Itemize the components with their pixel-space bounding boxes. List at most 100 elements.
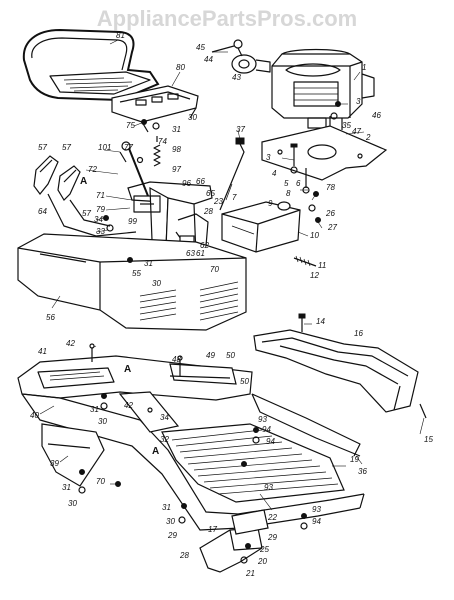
- callout-label: 39: [50, 459, 59, 468]
- callout-label: 45: [196, 43, 205, 52]
- callout-label: 26: [325, 209, 335, 218]
- callout-label: 49: [206, 351, 215, 360]
- callout-label: 79: [96, 205, 105, 214]
- callout-label: 19: [350, 455, 359, 464]
- callout-label: 14: [316, 317, 325, 326]
- callout-label: 78: [326, 183, 335, 192]
- callout-label: 35: [342, 121, 351, 130]
- callout-label: 20: [257, 557, 267, 566]
- callout-label: 31: [172, 125, 181, 134]
- engine: [271, 48, 375, 129]
- callout-label: 17: [208, 525, 217, 534]
- callout-label: 101: [98, 143, 111, 152]
- callout-label: 31: [90, 405, 99, 414]
- callout-label: 34: [94, 215, 103, 224]
- callout-label: 74: [158, 137, 167, 146]
- callout-label: 93: [258, 415, 267, 424]
- callout-label: 61: [196, 249, 205, 258]
- callout-label: 99: [128, 217, 137, 226]
- callout-label: 46: [372, 111, 381, 120]
- step-plate: [41, 423, 105, 487]
- seat: [22, 28, 160, 102]
- callout-label: 66: [196, 177, 205, 186]
- callout-label: 29: [267, 533, 277, 542]
- callout-label: 57: [62, 143, 71, 152]
- callout-label: 8: [286, 189, 291, 198]
- callout-label: 41: [38, 347, 47, 356]
- callout-label: 34: [160, 413, 169, 422]
- callout-label: 30: [166, 517, 175, 526]
- callout-label: 98: [172, 145, 181, 154]
- callout-label: 71: [96, 191, 105, 200]
- callout-label: 63: [186, 249, 195, 258]
- callout-label: 44: [204, 55, 213, 64]
- callout-label: 30: [152, 279, 161, 288]
- lower-bracket: [199, 509, 269, 573]
- steering-shaft: [219, 137, 245, 211]
- callout-label: 80: [176, 63, 185, 72]
- callout-label: 16: [354, 329, 363, 338]
- throttle-control: [293, 255, 317, 267]
- callout-label: 33: [96, 227, 105, 236]
- site-watermark: AppliancePartsPros.com: [97, 6, 357, 31]
- callout-label: 50: [240, 377, 249, 386]
- callout-label: 30: [188, 113, 197, 122]
- callout-label: 94: [266, 437, 275, 446]
- callout-label: 31: [144, 259, 153, 268]
- callout-label: 43: [232, 73, 241, 82]
- hardware: [78, 101, 427, 564]
- callout-label: 2: [365, 133, 371, 142]
- spring: [153, 136, 161, 167]
- callout-label: 7: [232, 193, 237, 202]
- section-marker: A: [124, 364, 131, 375]
- callout-label: 70: [210, 265, 219, 274]
- callout-label: 3: [356, 97, 361, 106]
- callout-label: 64: [38, 207, 47, 216]
- brake-pedals: [33, 155, 137, 237]
- callout-label: 94: [312, 517, 321, 526]
- callout-label: 28: [203, 207, 213, 216]
- callout-label: 62: [200, 241, 209, 250]
- callout-label: 70: [96, 477, 105, 486]
- callout-label: 50: [226, 351, 235, 360]
- callout-label: 94: [262, 425, 271, 434]
- callout-label: 22: [267, 513, 277, 522]
- callouts: 81 80 45 44 43 1 3 46 75 31 30 74 101 77…: [30, 31, 433, 578]
- section-marker: A: [80, 176, 87, 187]
- callout-label: 65: [206, 189, 215, 198]
- callout-label: 57: [38, 143, 47, 152]
- callout-label: 25: [259, 545, 269, 554]
- callout-label: 30: [68, 499, 77, 508]
- callout-label: 93: [264, 483, 273, 492]
- callout-label: 31: [62, 483, 71, 492]
- rear-fender: [253, 329, 419, 413]
- callout-label: 15: [424, 435, 433, 444]
- callout-label: 75: [126, 121, 135, 130]
- callout-label: 72: [88, 165, 97, 174]
- callout-label: 77: [124, 143, 133, 152]
- callout-label: 9: [268, 199, 273, 208]
- callout-label: 31: [162, 503, 171, 512]
- callout-label: 29: [167, 531, 177, 540]
- callout-label: 32: [160, 435, 169, 444]
- center-plate: [118, 391, 180, 433]
- engine-mount-plate: [261, 116, 388, 181]
- callout-label: 48: [172, 355, 181, 364]
- callout-label: 42: [66, 339, 75, 348]
- callout-label: 36: [358, 467, 367, 476]
- dash-cover: [17, 233, 247, 331]
- callout-label: 5: [284, 179, 289, 188]
- callout-label: 56: [46, 313, 55, 322]
- frame-top: [17, 355, 253, 401]
- callout-label: 93: [312, 505, 321, 514]
- callout-label: 30: [98, 417, 107, 426]
- leader-lines: [39, 39, 425, 511]
- seat-bracket: [111, 85, 199, 133]
- callout-label: 21: [245, 569, 255, 578]
- callout-label: 10: [310, 231, 319, 240]
- shift-lever: [119, 141, 149, 197]
- callout-label: 3: [266, 153, 271, 162]
- callout-label: 97: [172, 165, 181, 174]
- callout-label: 47: [352, 127, 361, 136]
